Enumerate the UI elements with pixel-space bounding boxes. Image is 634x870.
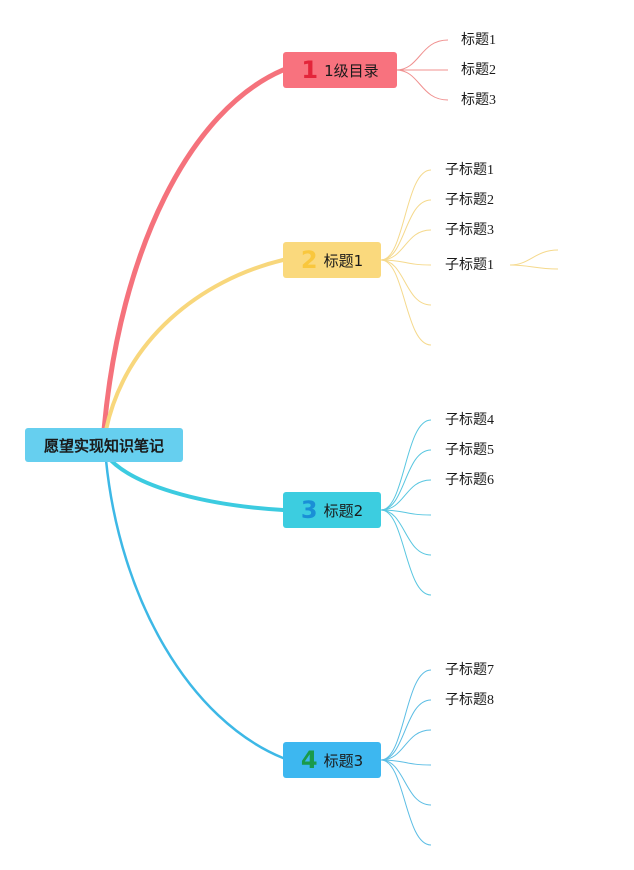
- connector-root-branch-4: [104, 458, 285, 760]
- branch-node-2[interactable]: 2 标题1: [283, 242, 381, 278]
- branch-label-1: 1级目录: [324, 61, 379, 80]
- branch-label-3b: 标题3: [323, 751, 364, 770]
- leaf-item[interactable]: 子标题3: [445, 223, 494, 238]
- root-label: 愿望实现知识笔记: [43, 436, 164, 455]
- leaf-item[interactable]: 子标题2: [445, 193, 494, 208]
- connector-root-branch-3: [104, 453, 285, 512]
- branch-label-3: 标题2: [323, 501, 364, 520]
- number-3-icon: 3: [300, 496, 318, 524]
- branch-label-2: 标题1: [323, 251, 364, 270]
- leaf-item[interactable]: 子标题6: [445, 473, 494, 488]
- leaf-item[interactable]: 标题3: [461, 93, 496, 108]
- number-2-icon: 2: [300, 246, 318, 274]
- branch-node-4[interactable]: 4 标题3: [283, 742, 381, 778]
- root-node[interactable]: 愿望实现知识笔记: [25, 428, 183, 462]
- branch-node-1[interactable]: 1 1级目录: [283, 52, 397, 88]
- leaf-connectors-branch-2: [380, 169, 559, 346]
- leaf-item[interactable]: 子标题1: [445, 258, 494, 273]
- leaf-connectors-branch-3: [380, 419, 432, 596]
- number-4-icon: 4: [300, 746, 318, 774]
- leaf-connectors-branch-4: [380, 669, 432, 846]
- leaf-item[interactable]: 子标题7: [445, 663, 494, 678]
- connector-root-branch-1: [101, 67, 286, 433]
- number-1-icon: 1: [301, 56, 319, 84]
- leaf-item[interactable]: 子标题1: [445, 163, 494, 178]
- leaf-item[interactable]: 子标题5: [445, 443, 494, 458]
- leaf-item[interactable]: 标题1: [461, 33, 496, 48]
- branch-node-3[interactable]: 3 标题2: [283, 492, 381, 528]
- connector-root-branch-2: [104, 258, 285, 432]
- leaf-item[interactable]: 标题2: [461, 63, 496, 78]
- leaf-item[interactable]: 子标题4: [445, 413, 494, 428]
- leaf-item[interactable]: 子标题8: [445, 693, 494, 708]
- leaf-connectors-branch-1: [395, 39, 449, 101]
